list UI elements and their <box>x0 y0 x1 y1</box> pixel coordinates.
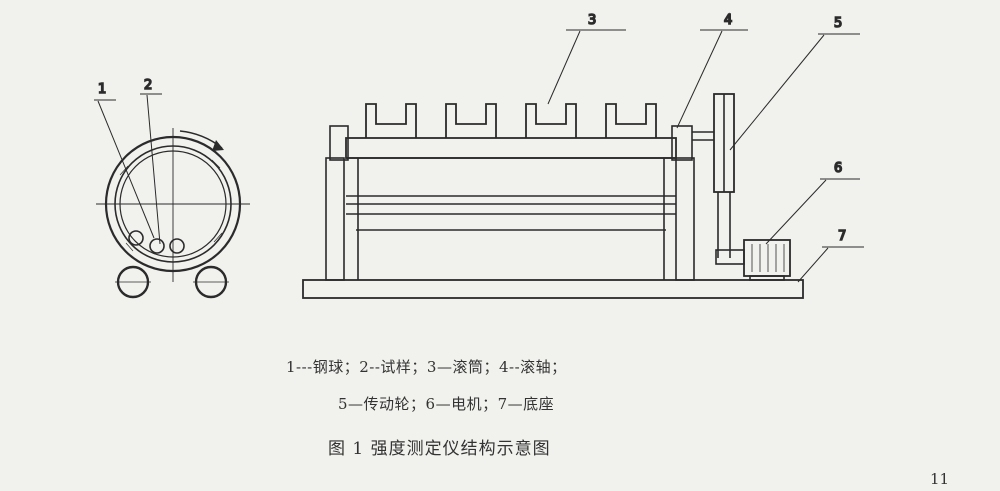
figure-title: 图 1 强度测定仪结构示意图 <box>328 439 551 459</box>
label-5: 5 <box>834 16 842 31</box>
label-2: 2 <box>144 78 152 93</box>
label-3: 3 <box>588 13 596 28</box>
label-7: 7 <box>838 229 846 244</box>
drums <box>365 103 657 138</box>
support-rollers <box>115 265 229 299</box>
legend-line-2: 5—传动轮；6—电机；7—底座 <box>338 395 555 413</box>
transmission-wheel <box>713 93 735 258</box>
label-6: 6 <box>834 161 842 176</box>
legend-line-1: 1---钢球；2--试样；3—滚筒；4--滚轴； <box>286 358 567 376</box>
drum-cross-section: 1 2 <box>94 77 250 299</box>
label-4: 4 <box>724 13 732 28</box>
drum-body <box>345 137 677 280</box>
label-1: 1 <box>98 82 106 97</box>
page-number: 11 <box>930 470 950 488</box>
motor <box>715 239 791 281</box>
base <box>302 279 804 299</box>
steel-balls <box>128 230 185 254</box>
tester-side-view: 3 4 5 6 7 <box>302 12 864 299</box>
